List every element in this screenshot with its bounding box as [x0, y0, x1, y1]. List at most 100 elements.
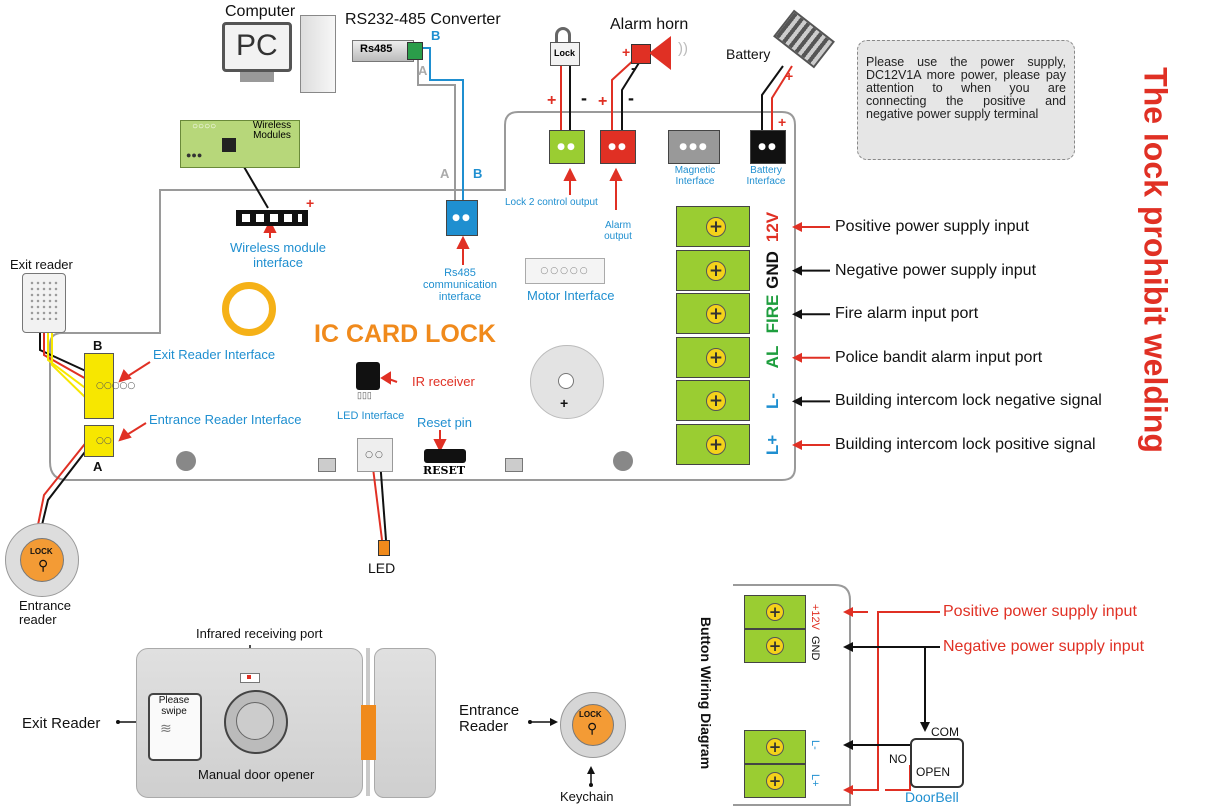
wire-b-label: B: [473, 166, 483, 181]
doorbell-button[interactable]: [910, 738, 964, 788]
connector-b-label: B: [93, 338, 103, 353]
bw-positive-label: Positive power supply input: [943, 603, 1137, 620]
rs485-connector: ●●: [446, 200, 478, 236]
entrance-reader-bottom-lock: LOCK: [579, 710, 602, 719]
bw-terminal-12v: +: [744, 595, 806, 629]
exit-reader-connector: ○○○○○: [84, 353, 135, 419]
terminal-label-text: FIRE: [763, 294, 782, 334]
terminal-arrow-head: [792, 309, 802, 320]
lock-bolt: [361, 705, 376, 760]
doorbell-label: DoorBell: [905, 789, 959, 805]
terminal-description: Positive power supply input: [835, 218, 1029, 235]
alarm-horn-label: Alarm horn: [610, 16, 689, 33]
connector-a-label: A: [93, 459, 103, 474]
pc-text: PC: [236, 29, 278, 62]
antenna-ring: [222, 282, 276, 336]
terminal-label: L+: [756, 424, 790, 465]
battery-label: Battery: [726, 46, 771, 62]
terminal-label: FIRE: [756, 293, 790, 334]
terminal-description: Negative power supply input: [835, 261, 1037, 279]
rs485-interface-label: Rs485 communication interface: [423, 267, 497, 303]
terminal-screw-icon: +: [706, 304, 726, 325]
wireless-plus: +: [306, 195, 315, 211]
bw-12v-label: +12V: [809, 604, 821, 630]
bw-terminal-lplus: +: [744, 764, 806, 798]
entrance-reader-connector: ○○: [84, 425, 114, 457]
reset-pin-label: Reset pin: [417, 415, 472, 430]
alarm-wire-plus: +: [598, 93, 608, 110]
horn-bell: [649, 36, 671, 70]
led-bulb: [378, 540, 390, 556]
lock-text: Lock: [554, 48, 576, 58]
mount-hole-left: [176, 451, 196, 471]
terminal-screw-icon: +: [706, 217, 726, 237]
horn-plus: +: [622, 44, 631, 60]
converter-chip-text: Rs485: [360, 43, 393, 55]
terminal-screw-icon: +: [706, 347, 726, 368]
exit-reader-title: Exit reader: [10, 257, 73, 272]
entrance-reader-lock-text: LOCK: [30, 547, 53, 556]
battery-interface-label: Battery Interface: [746, 165, 786, 187]
magnetic-connector: ●●●: [668, 130, 720, 164]
terminal-arrow-head: [792, 396, 802, 407]
led-label: LED: [368, 560, 396, 576]
terminal-arrow-head: [792, 440, 802, 450]
monitor: [222, 22, 292, 72]
please-swipe-text: Please swipe: [158, 695, 190, 717]
lock2-output-label: Lock 2 control output: [505, 197, 598, 208]
horn-minus-1: -: [631, 60, 637, 77]
buzzer-plus: +: [560, 395, 569, 411]
exit-reader-device: [22, 273, 66, 333]
terminal-screw-icon: +: [706, 391, 726, 412]
board-title: IC CARD LOCK: [314, 320, 496, 348]
reset-text: RESET: [423, 464, 466, 477]
lock-strike: [374, 648, 436, 798]
wireless-module-interface-connector: [236, 210, 308, 226]
terminal-screw-icon: +: [706, 260, 726, 281]
bw-lplus-label: L+: [809, 774, 821, 787]
terminal-label: 12V: [756, 206, 790, 247]
button-wiring-title: Button Wiring Diagram: [698, 616, 714, 770]
wire-a-label: A: [440, 166, 450, 181]
terminal-arrow-head: [792, 265, 802, 276]
terminal-arrow-head: [792, 352, 802, 363]
lock-welding-title: The lock prohibit welding: [1137, 67, 1174, 453]
motor-interface-label: Motor Interface: [527, 288, 615, 303]
terminal-label-text: L-: [763, 392, 782, 409]
terminal-label-text: AL: [763, 345, 782, 369]
alarm-connector: ●●: [600, 130, 636, 164]
computer-tower: [300, 15, 336, 93]
ir-receiver-label: IR receiver: [412, 374, 475, 389]
battery-plus: +: [778, 114, 787, 130]
reset-pin[interactable]: [424, 449, 466, 463]
alarm-output-label: Alarm output: [604, 220, 632, 242]
entrance-reader-callout: Entrance Reader: [459, 702, 520, 735]
keychain-label: Keychain: [560, 789, 614, 804]
manual-opener-label: Manual door opener: [198, 767, 315, 782]
terminal-label: GND: [756, 250, 790, 291]
battery-connector: ●●: [750, 130, 786, 164]
bw-terminal-lminus: +: [744, 730, 806, 764]
terminal-description: Fire alarm input port: [835, 305, 979, 323]
exit-reader-callout: Exit Reader: [22, 715, 101, 732]
computer-label: Computer: [225, 3, 296, 20]
bw-terminal-gnd: +: [744, 629, 806, 663]
terminal-label-text: GND: [763, 251, 782, 289]
wireless-modules-text: Wireless Modules: [252, 120, 292, 141]
terminal-4: +: [676, 380, 750, 422]
terminal-label-text: L+: [763, 434, 782, 455]
ir-receiver: [356, 362, 380, 390]
entrance-reader-interface-label: Entrance Reader Interface: [149, 412, 302, 427]
motor-connector: ○○○○○: [525, 258, 605, 284]
terminal-5: +: [676, 424, 750, 465]
horn-minus: -: [628, 88, 634, 108]
terminal-1: +: [676, 249, 750, 291]
terminal-0: +: [676, 206, 750, 247]
doorbell-no: NO: [889, 752, 907, 766]
mount-hole-right: [613, 451, 633, 471]
terminal-label-text: 12V: [763, 211, 782, 242]
board-outline: [49, 111, 796, 481]
lock2-connector: ●●: [549, 130, 585, 164]
terminal-3: +: [676, 336, 750, 378]
